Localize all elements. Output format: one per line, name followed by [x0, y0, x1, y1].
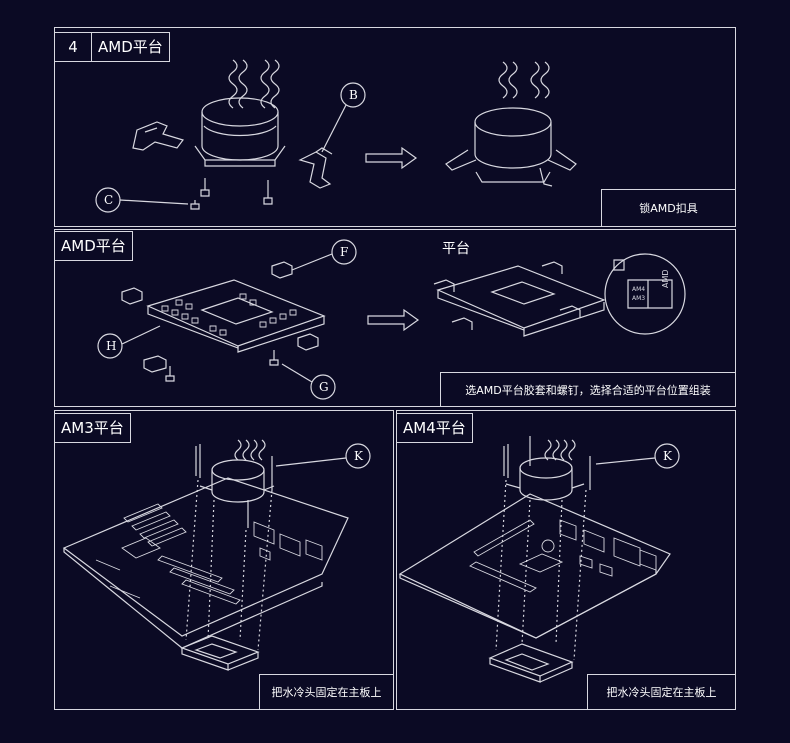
chip-label-amd: AMD	[661, 269, 670, 288]
callout-k-am4	[596, 444, 679, 468]
callout-f-label: F	[340, 245, 348, 259]
am4-guide-lines	[496, 480, 586, 660]
callout-c-label: C	[104, 193, 113, 207]
callout-f	[292, 240, 356, 270]
chip-zoom	[605, 254, 685, 334]
am4-title: AM4平台	[396, 413, 473, 443]
amd-title: AMD平台	[54, 231, 133, 261]
am4-caption: 把水冷头固定在主板上	[587, 674, 736, 710]
amd-heading: 平台	[442, 241, 470, 257]
am3-caption: 把水冷头固定在主板上	[259, 674, 394, 710]
am3-guide-lines	[186, 480, 272, 650]
am4-panel	[396, 410, 736, 710]
chip-label-am3: AM3	[632, 295, 645, 302]
arrow-right-icon-2	[368, 310, 418, 330]
am4-pump	[504, 436, 590, 500]
bracket-assembled	[434, 262, 604, 336]
amd-caption: 选AMD平台胶套和螺钉，选择合适的平台位置组装	[440, 372, 736, 407]
callout-g	[282, 364, 335, 399]
step-caption: 锁AMD扣具	[601, 189, 736, 227]
pump-block-assembled	[446, 62, 576, 186]
amd-panel	[54, 229, 736, 407]
callout-k-am3-label: K	[354, 449, 364, 463]
callout-h-label: H	[106, 339, 116, 353]
am4-bracket	[490, 644, 572, 682]
callout-b	[322, 83, 365, 152]
arrow-right-icon	[366, 148, 416, 168]
am3-panel	[54, 410, 394, 710]
am3-title: AM3平台	[54, 413, 131, 443]
callout-h	[98, 326, 160, 358]
callout-g-label: G	[319, 380, 329, 394]
am4-motherboard	[400, 494, 670, 638]
am3-motherboard	[64, 478, 348, 648]
bracket-exploded	[122, 262, 324, 381]
callout-b-label: B	[349, 88, 358, 102]
callout-k-am3	[276, 444, 370, 468]
step4-panel	[54, 27, 736, 227]
callout-c	[96, 188, 188, 212]
step-title: AMD平台	[91, 32, 170, 62]
chip-label-am4: AM4	[632, 286, 645, 293]
am3-pump	[196, 440, 274, 528]
pump-block-exploded	[133, 60, 332, 209]
am3-bracket	[182, 636, 258, 670]
callout-k-am4-label: K	[663, 449, 673, 463]
